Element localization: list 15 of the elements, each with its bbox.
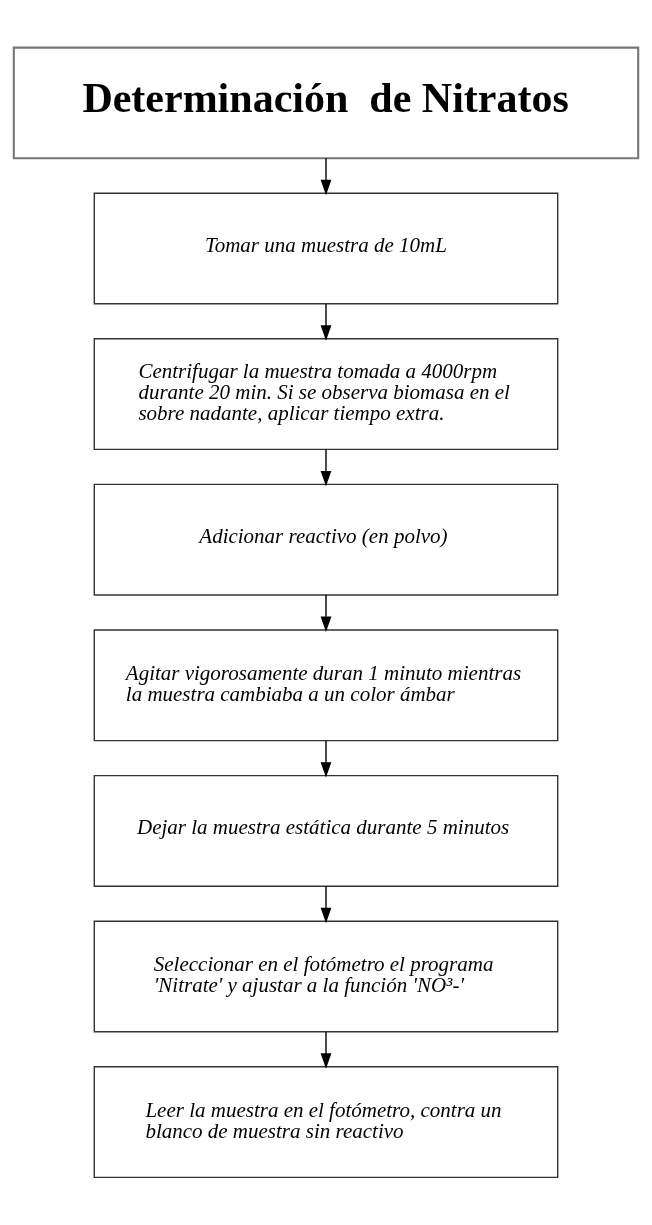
arrow xyxy=(320,885,332,924)
arrow xyxy=(320,594,332,632)
arrow xyxy=(320,739,332,778)
node-box: Leer la muestra en el fotómetro, contra un blanco de muestra sin reactivo xyxy=(93,1066,559,1179)
arrow xyxy=(320,157,332,196)
node-box: Dejar la muestra estática durante 5 minutos xyxy=(93,774,559,887)
node-box: Tomar una muestra de 10mL xyxy=(93,192,559,305)
node-box: Agitar vigorosamente duran 1 minuto mientras la muestra cambiaba a un color ámbar xyxy=(93,629,559,742)
node-box: Seleccionar en el fotómetro el programa 'Nitrate' y ajustar a la función 'NO³-' xyxy=(93,920,559,1033)
node-box: Centrifugar la muestra tomada a 4000rpm durante 20 min. Si se observa biomasa en el sobre nadante, aplicar tiempo extra. xyxy=(93,338,559,451)
arrow xyxy=(320,448,332,487)
arrow xyxy=(320,1031,332,1069)
arrow xyxy=(320,303,332,341)
node-box: Determinación de Nitratos xyxy=(12,46,640,160)
node-box: Adicionar reactivo (en polvo) xyxy=(93,483,559,596)
